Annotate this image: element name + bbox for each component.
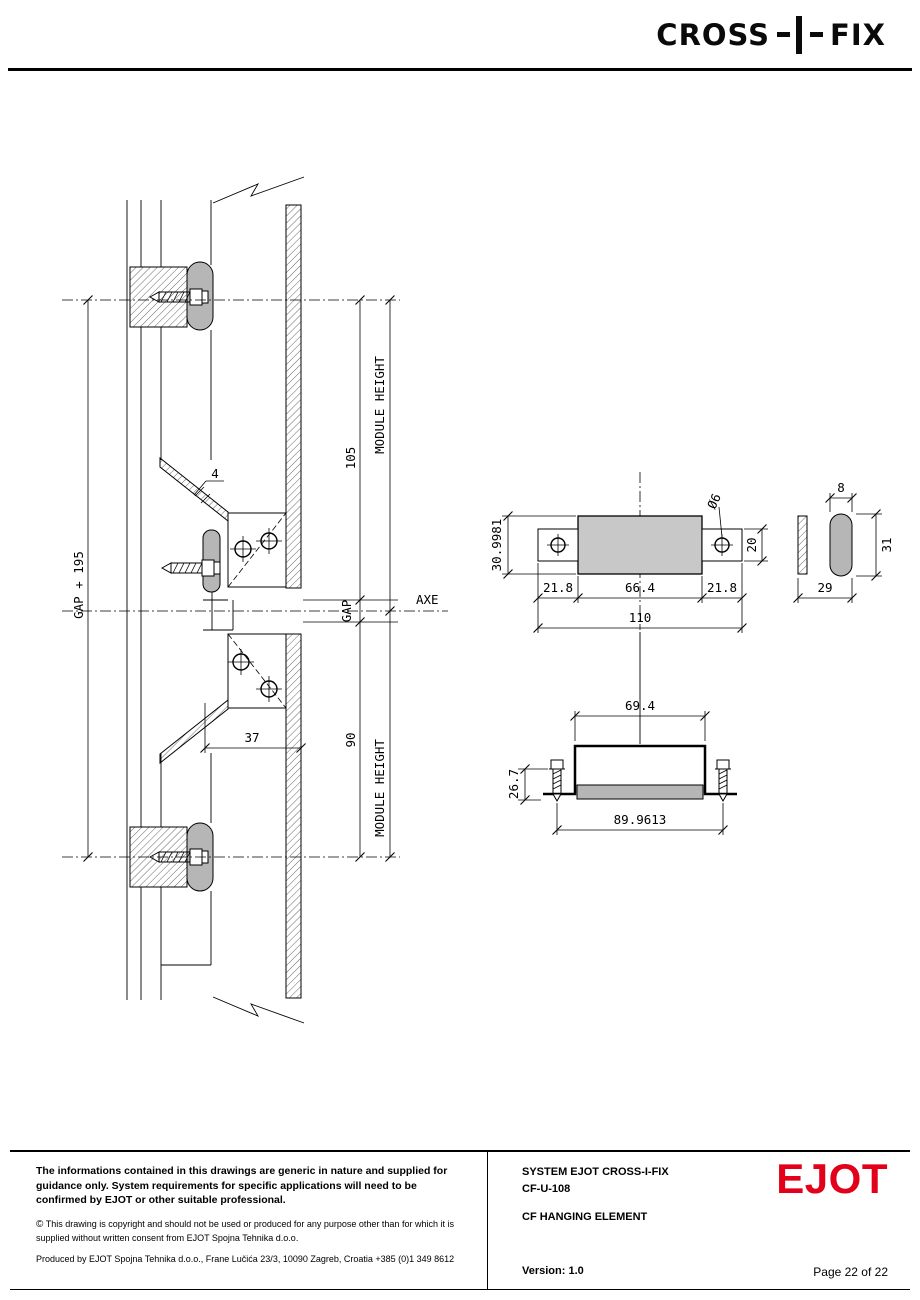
header-rule — [8, 68, 912, 71]
dim-31: 31 — [879, 537, 894, 552]
disclaimer-block: The informations contained in this drawi… — [10, 1152, 488, 1289]
dim-90: 90 — [343, 732, 358, 747]
version-label: Version: 1.0 — [522, 1264, 584, 1277]
dim-module-height-bottom: MODULE HEIGHT — [372, 739, 387, 837]
top-fastener — [129, 261, 214, 331]
dim-8: 8 — [837, 480, 845, 495]
dim-21-8-right: 21.8 — [707, 580, 737, 595]
side-view: 8 29 31 — [792, 480, 894, 604]
ejot-logo: EJOT — [776, 1155, 888, 1202]
drawing-info-block: SYSTEM EJOT CROSS-I-FIX CF-U-108 CF HANG… — [488, 1152, 732, 1289]
section-dimensions: GAP + 195 105 GAP 90 MODULE HEIGHT MODUL… — [62, 294, 448, 863]
dim-26-7: 26.7 — [506, 769, 521, 799]
break-symbol-top — [212, 176, 305, 204]
front-view: 69.4 26.7 89.9613 — [506, 632, 737, 836]
dim-66-4: 66.4 — [625, 580, 655, 595]
dim-gap: GAP — [339, 600, 354, 623]
interlock-hook — [203, 592, 234, 631]
dim-105: 105 — [343, 447, 358, 470]
copyright-text: © This drawing is copyright and should n… — [36, 1218, 469, 1244]
upper-bracket — [159, 456, 287, 593]
system-title: SYSTEM EJOT CROSS-I-FIX — [522, 1166, 669, 1178]
crossfix-logo-cross-icon — [777, 16, 824, 54]
section-view — [126, 176, 305, 1024]
dim-30-9981: 30.9981 — [489, 519, 504, 572]
plate-section — [797, 515, 808, 575]
dim-hole-diameter: Ø6 — [704, 491, 724, 511]
dim-module-height-top: MODULE HEIGHT — [372, 356, 387, 454]
dim-21-8-left: 21.8 — [543, 580, 573, 595]
technical-drawing: GAP + 195 105 GAP 90 MODULE HEIGHT MODUL… — [62, 176, 894, 1024]
dim-20: 20 — [744, 537, 759, 552]
element-bar — [576, 784, 704, 800]
crossfix-logo-fix-text: FIX — [830, 18, 886, 52]
panel-upper — [285, 204, 302, 589]
crossfix-logo-cross-text: CROSS — [656, 18, 771, 52]
break-symbol-bottom — [212, 996, 305, 1024]
disclaimer-text: The informations contained in this drawi… — [36, 1165, 448, 1207]
page-number: Page 22 of 22 — [813, 1265, 888, 1279]
axe-label: AXE — [416, 592, 439, 607]
dim-gap-plus-195: GAP + 195 — [71, 551, 86, 619]
self-drilling-screw — [161, 559, 221, 577]
produced-by-text: Produced by EJOT Spojna Tehnika d.o.o., … — [36, 1253, 455, 1264]
dim-110: 110 — [629, 610, 652, 625]
panel-lower — [285, 633, 302, 999]
doc-code: CF-U-108 — [522, 1182, 571, 1195]
crossfix-logo: CROSS FIX — [656, 16, 886, 54]
element-title: CF HANGING ELEMENT — [522, 1211, 648, 1223]
lower-bracket — [159, 633, 287, 765]
title-block: The informations contained in this drawi… — [10, 1150, 910, 1290]
copyright-body: This drawing is copyright and should not… — [36, 1219, 454, 1243]
dim-37: 37 — [244, 730, 259, 745]
dim-69-4: 69.4 — [625, 698, 655, 713]
brand-block: EJOT Page 22 of 22 — [732, 1152, 910, 1289]
element-body — [577, 515, 703, 575]
dim-29: 29 — [817, 580, 832, 595]
plan-view: Ø6 30.9981 21.8 66.4 21.8 110 — [489, 472, 768, 634]
dim-4: 4 — [211, 466, 219, 481]
dim-89-9613: 89.9613 — [614, 812, 667, 827]
copyright-symbol: © — [36, 1219, 44, 1231]
slot-section — [829, 513, 853, 577]
hat-profile — [543, 744, 737, 796]
